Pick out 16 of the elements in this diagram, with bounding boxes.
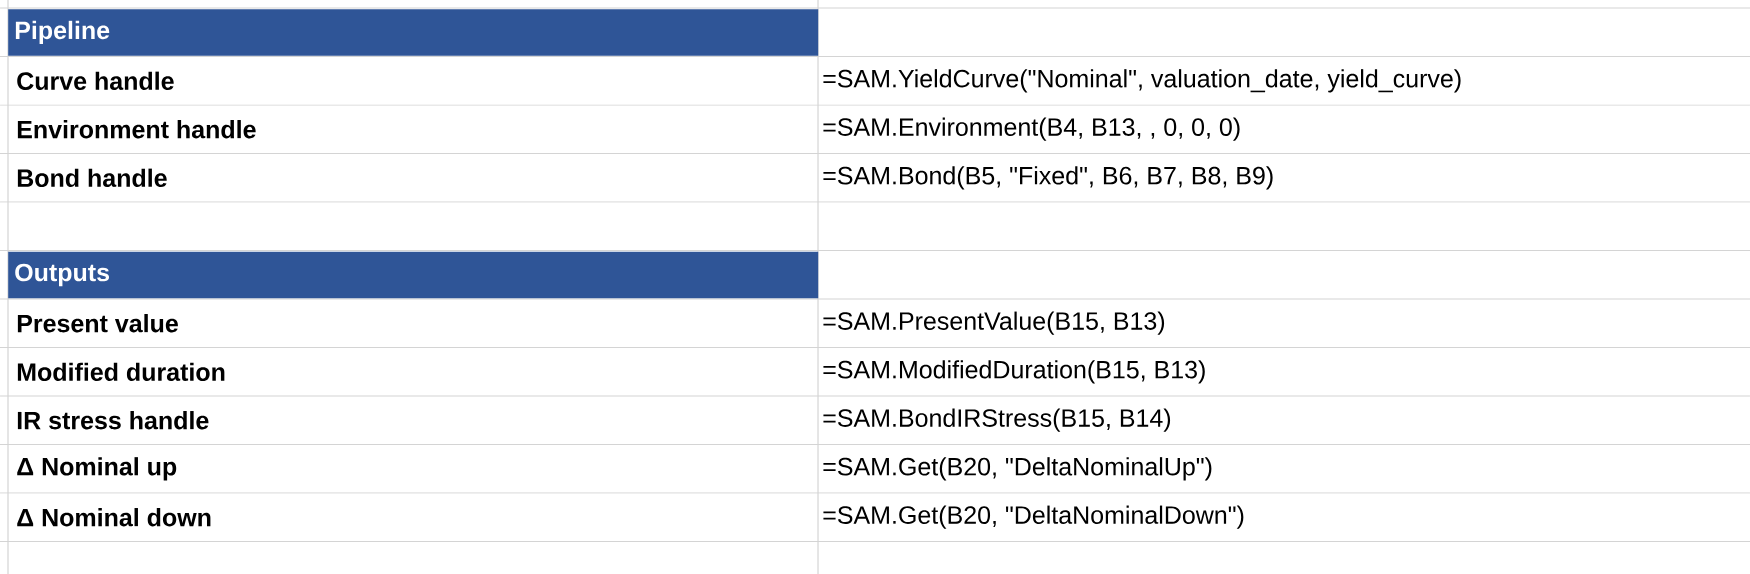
formula-cell: =SAM.Get(B20, "DeltaNominalDown") — [823, 505, 1244, 529]
formula-cell: =SAM.ModifiedDuration(B15, B13) — [823, 360, 1205, 384]
formula-cell: =SAM.BondIRStress(B15, B14) — [823, 408, 1171, 432]
formula-cell: =SAM.Environment(B4, B13, , 0, 0, 0) — [823, 117, 1240, 141]
header-band: Pipeline — [8, 9, 819, 56]
header-band: Outputs — [8, 251, 819, 299]
row-label: Bond handle — [17, 168, 167, 187]
formula-cell: =SAM.Get(B20, "DeltaNominalUp") — [823, 457, 1212, 481]
row-label: Modified duration — [17, 362, 225, 381]
formula-cell: =SAM.PresentValue(B15, B13) — [823, 311, 1165, 335]
row-label: IR stress handle — [17, 411, 209, 430]
row-label: Δ Nominal down — [17, 508, 211, 527]
formula-cell: =SAM.YieldCurve("Nominal", valuation_date, yield_curve) — [823, 69, 1461, 93]
row-label: Δ Nominal up — [17, 457, 177, 481]
formula-cell: =SAM.Bond(B5, "Fixed", B6, B7, B8, B9) — [823, 166, 1273, 190]
row-label: Environment handle — [17, 120, 256, 139]
